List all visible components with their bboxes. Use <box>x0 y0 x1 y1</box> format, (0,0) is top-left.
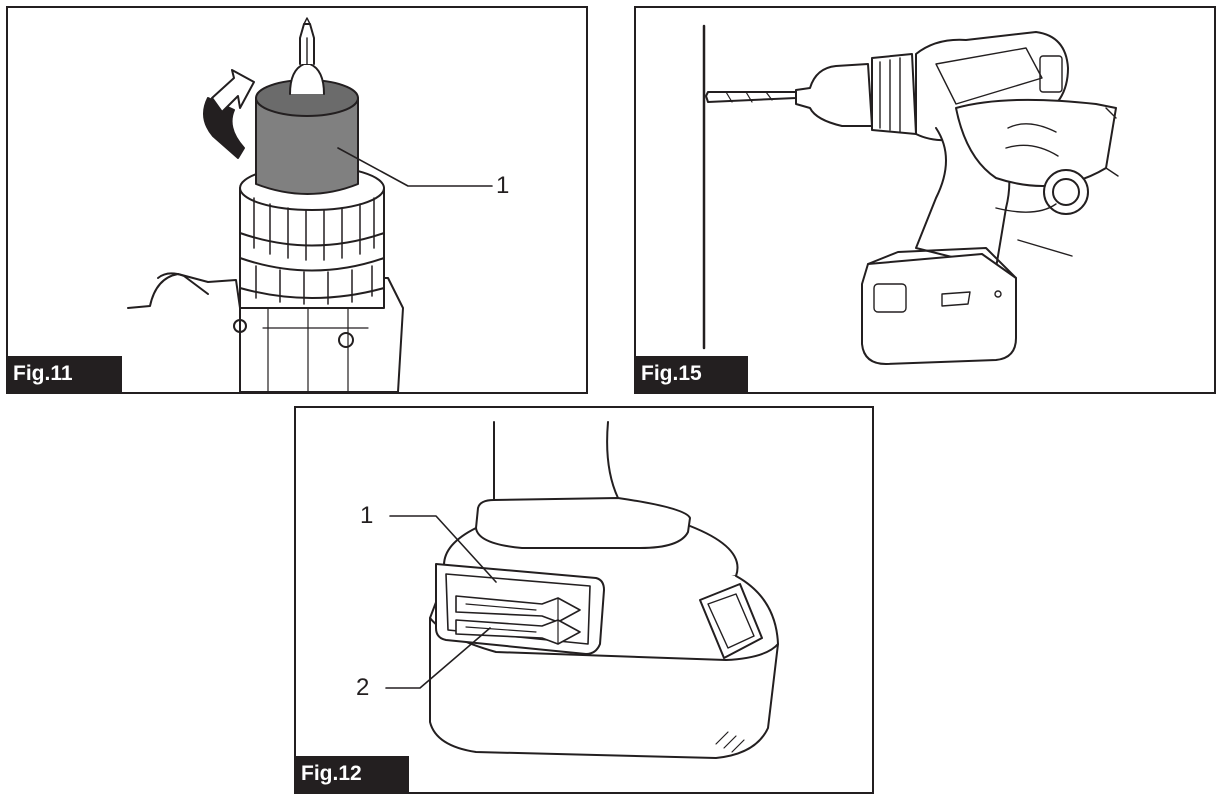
callout-number: 2 <box>356 674 370 701</box>
figure-15-panel: Fig.15 <box>634 6 1216 394</box>
fig11-drill-chuck-illustration <box>127 17 493 392</box>
figure-label: Fig.12 <box>296 756 409 792</box>
figure-11-panel: 1 Fig.11 <box>6 6 588 394</box>
figure-label: Fig.11 <box>8 356 122 392</box>
figure-label: Fig.15 <box>636 356 748 392</box>
callout-number: 1 <box>496 172 510 199</box>
figure-12-panel: 1 2 Fig.12 <box>294 406 874 794</box>
fig15-drilling-into-wall-illustration <box>702 24 1119 365</box>
callout-number: 1 <box>360 502 374 529</box>
fig12-bit-holder-illustration <box>385 421 779 759</box>
